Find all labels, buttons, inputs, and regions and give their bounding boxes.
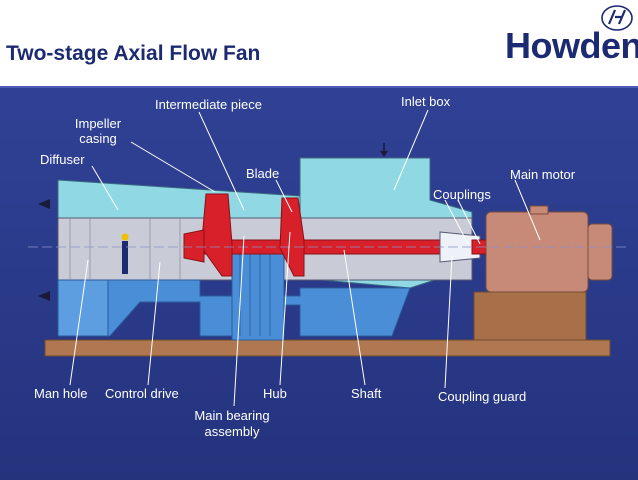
- label-hub: Hub: [263, 386, 287, 401]
- label-intermediate-piece: Intermediate piece: [155, 97, 262, 112]
- coupling-guard-shape: [439, 231, 481, 263]
- diffuser-casing: [57, 179, 301, 219]
- slide-title: Two-stage Axial Flow Fan: [6, 42, 261, 65]
- label-inlet-box: Inlet box: [401, 94, 451, 109]
- operator-body: [122, 241, 128, 274]
- motor-end-cap: [587, 223, 613, 281]
- label-couplings: Couplings: [433, 187, 491, 202]
- operator-head: [121, 233, 129, 241]
- header-divider: [0, 86, 638, 88]
- label-coupling-guard: Coupling guard: [438, 389, 527, 404]
- main-motor: [485, 211, 589, 293]
- label-shaft: Shaft: [351, 386, 382, 401]
- label-main-motor: Main motor: [510, 167, 576, 182]
- label-man-hole: Man hole: [34, 386, 88, 401]
- howden-logo-mark-icon: [601, 5, 633, 31]
- label-main-bearing-2: assembly: [204, 424, 260, 439]
- motor-terminal-box: [529, 205, 549, 215]
- motor-pedestal: [473, 291, 587, 341]
- label-main-bearing-1: Main bearing: [194, 408, 270, 423]
- left-support: [57, 279, 109, 337]
- hub-cone: [183, 229, 205, 263]
- foundation-slab: [44, 339, 611, 357]
- howden-logo: Howden: [505, 25, 638, 66]
- label-blade: Blade: [246, 166, 280, 181]
- header-band: [0, 0, 638, 86]
- label-impeller-casing-2: casing: [79, 131, 117, 146]
- label-diffuser: Diffuser: [40, 152, 85, 167]
- label-control-drive: Control drive: [105, 386, 179, 401]
- stage2-impeller: [279, 197, 305, 277]
- label-impeller-casing-1: Impeller: [74, 116, 122, 131]
